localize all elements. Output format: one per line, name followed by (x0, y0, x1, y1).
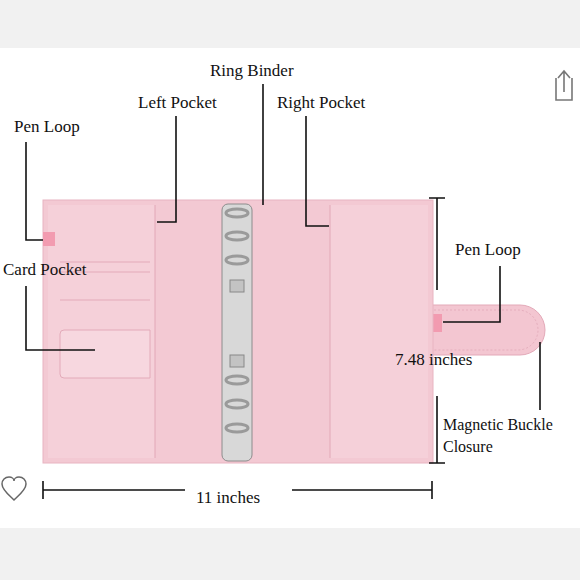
bottom-band (0, 528, 580, 580)
callout-label: Pen Loop (14, 116, 80, 138)
heart-icon (2, 477, 26, 500)
callout-label: Magnetic Buckle Closure (443, 414, 575, 458)
card-pockets (60, 262, 150, 378)
callout-label: Ring Binder (210, 60, 294, 82)
callout-label: Left Pocket (138, 92, 217, 114)
callout-label: 11 inches (196, 487, 260, 509)
binder-cover (43, 200, 433, 463)
pocket-edge (155, 205, 156, 458)
callout-label: 7.48 inches (395, 349, 472, 371)
right-panel (330, 205, 428, 458)
share-icon (556, 71, 572, 100)
top-band (0, 0, 580, 48)
left-panel (48, 205, 155, 458)
dimension-lines (43, 198, 445, 499)
pen-loop-left (43, 232, 55, 246)
buckle-strap (425, 305, 545, 355)
ring-lever (230, 280, 244, 292)
strap-stitch (430, 310, 538, 350)
ring-lever (230, 355, 244, 367)
callout-label: Card Pocket (3, 259, 87, 281)
callout-label: Pen Loop (455, 239, 521, 261)
rings (226, 209, 248, 432)
leader-lines (26, 84, 540, 410)
callout-label: Right Pocket (277, 92, 365, 114)
pocket-edge (330, 205, 331, 458)
ring-plate (222, 204, 252, 461)
